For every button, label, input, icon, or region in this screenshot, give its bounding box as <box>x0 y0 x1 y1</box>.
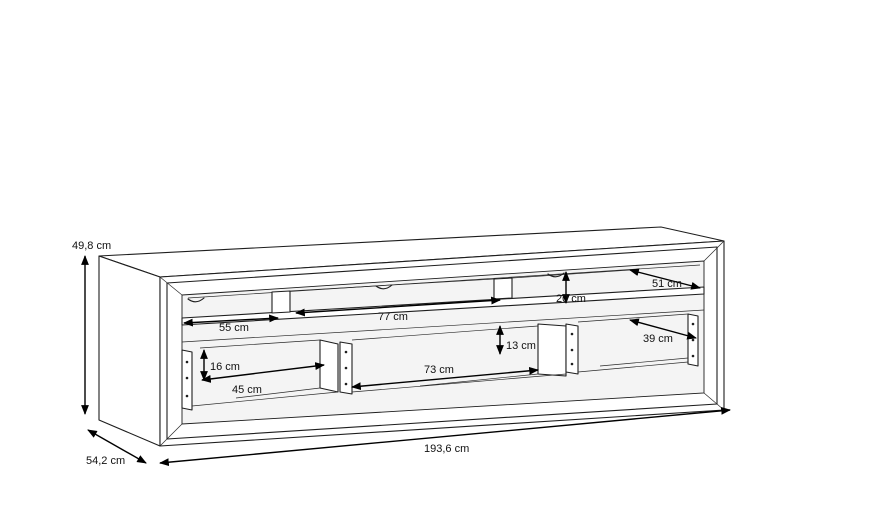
label-drawer-center-width: 73 cm <box>424 364 454 376</box>
depth-arrow <box>87 429 147 464</box>
label-compartment-right: 51 cm <box>652 278 682 290</box>
drawer-left-width-arrow <box>201 362 325 383</box>
drawer-center-width-arrow <box>351 366 539 391</box>
label-drawer-left-height: 16 cm <box>210 361 240 373</box>
label-drawer-right-width: 39 cm <box>643 333 673 345</box>
interior-dimensions <box>183 268 701 391</box>
dimension-labels: 49,8 cm 54,2 cm 193,6 cm 55 cm 77 cm 51 … <box>72 240 682 467</box>
label-height: 49,8 cm <box>72 240 111 252</box>
label-drawer-left-width: 45 cm <box>232 384 262 396</box>
cabinet-body <box>98 226 725 447</box>
drawer-right-width-arrow <box>629 318 697 340</box>
compartment-left-arrow <box>183 314 279 327</box>
compartment-center-arrow <box>295 296 501 317</box>
label-compartment-left: 55 cm <box>219 322 249 334</box>
drawer-divider-left <box>319 339 339 393</box>
cabinet-left-side <box>98 255 161 447</box>
cable-cutout-left <box>187 297 205 303</box>
upper-divider-right <box>493 277 513 300</box>
label-compartment-center: 77 cm <box>378 311 408 323</box>
label-depth: 54,2 cm <box>86 455 125 467</box>
upper-divider-left <box>271 290 291 314</box>
overall-dimensions <box>81 255 731 467</box>
label-drawer-center-height: 13 cm <box>506 340 536 352</box>
drawer-divider-center <box>537 323 567 377</box>
label-width: 193,6 cm <box>424 443 469 455</box>
drawer-left-front <box>181 349 193 411</box>
compartment-right-arrow <box>629 268 701 290</box>
cable-cutout-center <box>375 284 393 290</box>
label-shelf-height: 20 cm <box>556 293 586 305</box>
width-arrow <box>159 406 731 467</box>
